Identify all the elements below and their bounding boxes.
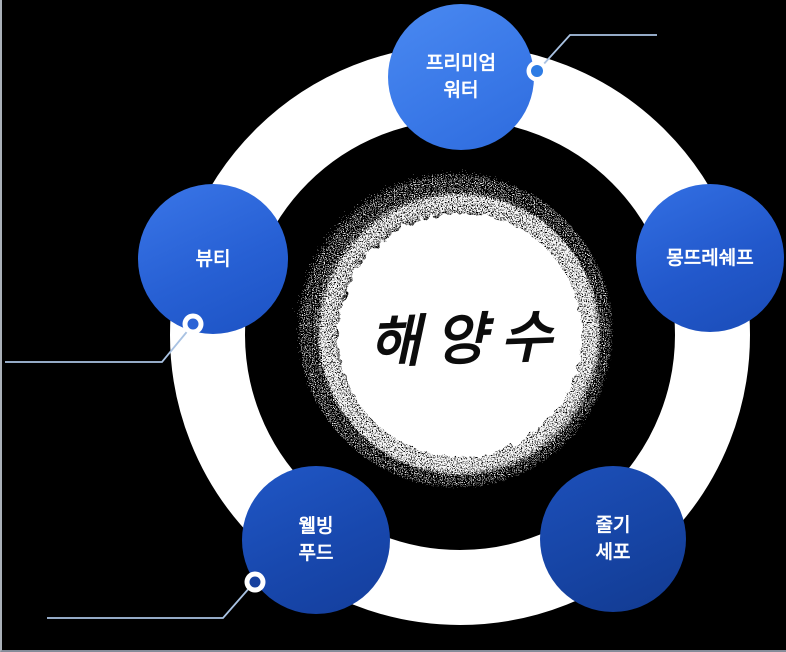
node-premium-water: 프리미엄 워터 — [388, 4, 534, 150]
node-beauty: 뷰티 — [138, 184, 288, 334]
node-label-line: 줄기 — [595, 515, 631, 536]
node-label-line: 세포 — [595, 542, 631, 563]
node-wellbeing-food: 웰빙 푸드 — [242, 466, 390, 614]
node-label-line: 푸드 — [298, 543, 334, 564]
node-label-line: 웰빙 — [298, 516, 334, 537]
node-montrechef: 몽뜨레쉐프 — [636, 184, 784, 332]
node-label-line: 몽뜨레쉐프 — [666, 247, 754, 269]
node-label-line: 프리미엄 — [426, 53, 496, 74]
center-circle: 해양수 — [338, 213, 582, 457]
node-stem-cell: 줄기 세포 — [540, 466, 686, 612]
center-title: 해양수 — [367, 302, 567, 376]
node-label-line: 워터 — [443, 80, 479, 101]
node-label-line: 뷰티 — [195, 248, 231, 270]
